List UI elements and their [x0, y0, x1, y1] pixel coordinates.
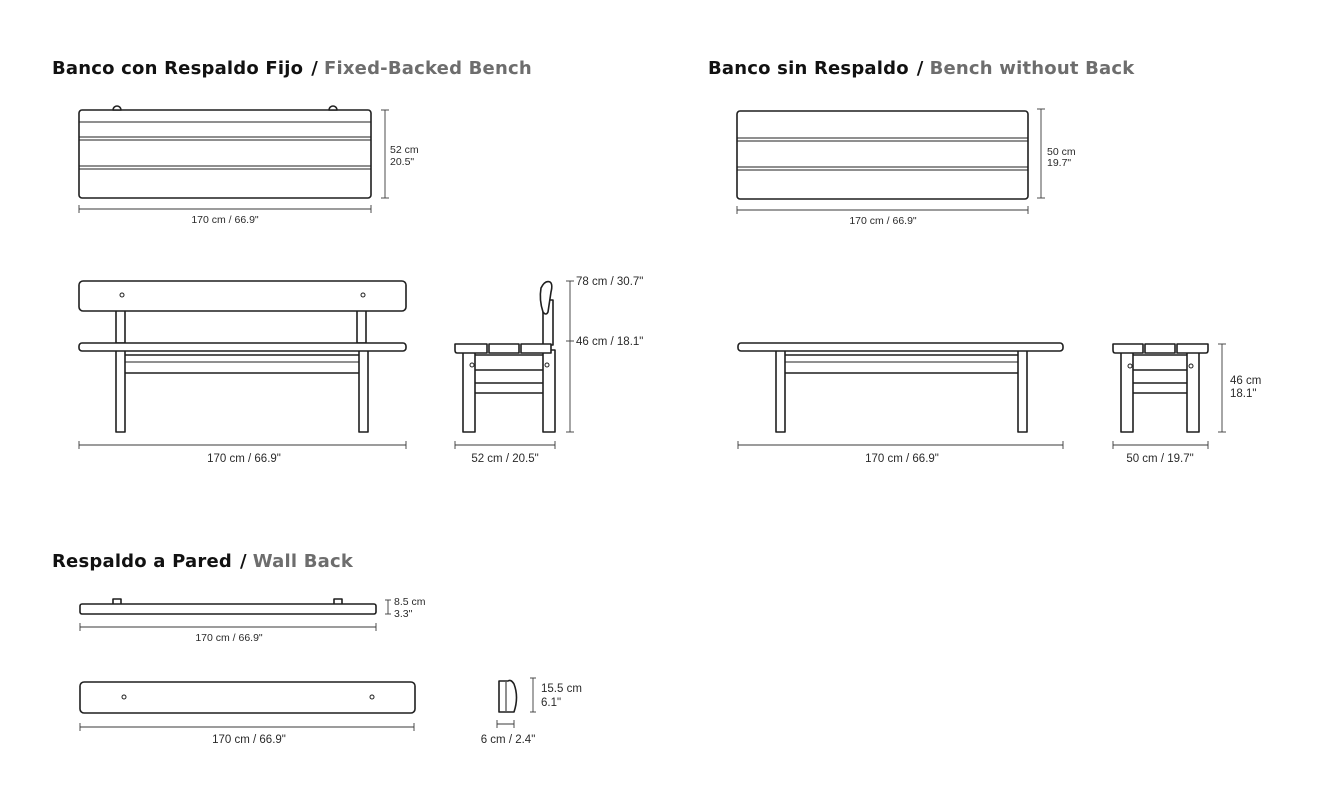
dimension-label: 170 cm / 66.9": [212, 734, 286, 746]
dimension-label: 20.5": [390, 156, 414, 168]
wall-back-heading: Respaldo a Pared /Wall Back: [52, 551, 353, 572]
fixed-backed-front-view: [78, 280, 407, 433]
wall-back-side-view: [498, 679, 518, 713]
bench-without-back-heading: Banco sin Respaldo /Bench without Back: [708, 58, 1134, 79]
dimension-label: 50 cm / 19.7": [1126, 453, 1193, 465]
dimension-label: 46 cm / 18.1": [576, 336, 643, 348]
dimension-line: [736, 108, 1045, 214]
dimension-label: 6 cm / 2.4": [481, 734, 536, 746]
dimension-label: 78 cm / 30.7": [576, 276, 643, 288]
no-back-title-en: Bench without Back: [929, 58, 1135, 79]
title-separator: /: [311, 58, 318, 79]
dimension-line: [737, 441, 1064, 449]
wall-back-title-es: Respaldo a Pared: [52, 551, 232, 572]
no-back-title-es: Banco sin Respaldo: [708, 58, 909, 79]
dimension-line: [79, 599, 391, 631]
dimension-label: 3.3": [394, 608, 413, 620]
fixed-backed-top-view: [78, 105, 372, 199]
dimension-label: 18.1": [1230, 388, 1256, 400]
dimension-line: [1112, 343, 1226, 449]
dimension-label: 46 cm: [1230, 375, 1261, 387]
fixed-backed-title-en: Fixed-Backed Bench: [324, 58, 532, 79]
wall-back-front-view: [79, 681, 416, 714]
dimension-label: 19.7": [1047, 157, 1071, 169]
dimension-line: [78, 441, 407, 449]
dimension-line: [78, 109, 389, 213]
no-back-top-view: [736, 110, 1029, 200]
dimension-label: 52 cm: [390, 144, 419, 156]
no-back-front-view: [737, 342, 1064, 433]
dimension-line: [79, 723, 415, 731]
wall-back-top-view: [79, 598, 377, 615]
dimension-label: 6.1": [541, 697, 561, 709]
dimension-line: [496, 677, 536, 728]
dimension-line: [454, 280, 574, 449]
fixed-backed-bench-heading: Banco con Respaldo Fijo / Fixed-Backed Ben…: [52, 58, 532, 79]
dimension-label: 8.5 cm: [394, 596, 426, 608]
title-separator: /: [916, 58, 924, 79]
wall-back-title-en: Wall Back: [252, 551, 354, 572]
no-back-side-view: [1112, 343, 1209, 433]
fixed-backed-title-es: Banco con Respaldo Fijo: [52, 58, 304, 79]
dimension-label: 50 cm: [1047, 146, 1076, 158]
dimension-label: 170 cm / 66.9": [865, 453, 939, 465]
dimension-label: 170 cm / 66.9": [849, 215, 917, 227]
fixed-backed-side-view: [454, 280, 556, 433]
dimension-label: 170 cm / 66.9": [195, 632, 263, 644]
title-separator: /: [239, 551, 247, 572]
dimension-label: 170 cm / 66.9": [191, 214, 259, 226]
dimension-label: 15.5 cm: [541, 683, 582, 695]
dimension-label: 170 cm / 66.9": [207, 453, 281, 465]
dimension-label: 52 cm / 20.5": [471, 453, 538, 465]
